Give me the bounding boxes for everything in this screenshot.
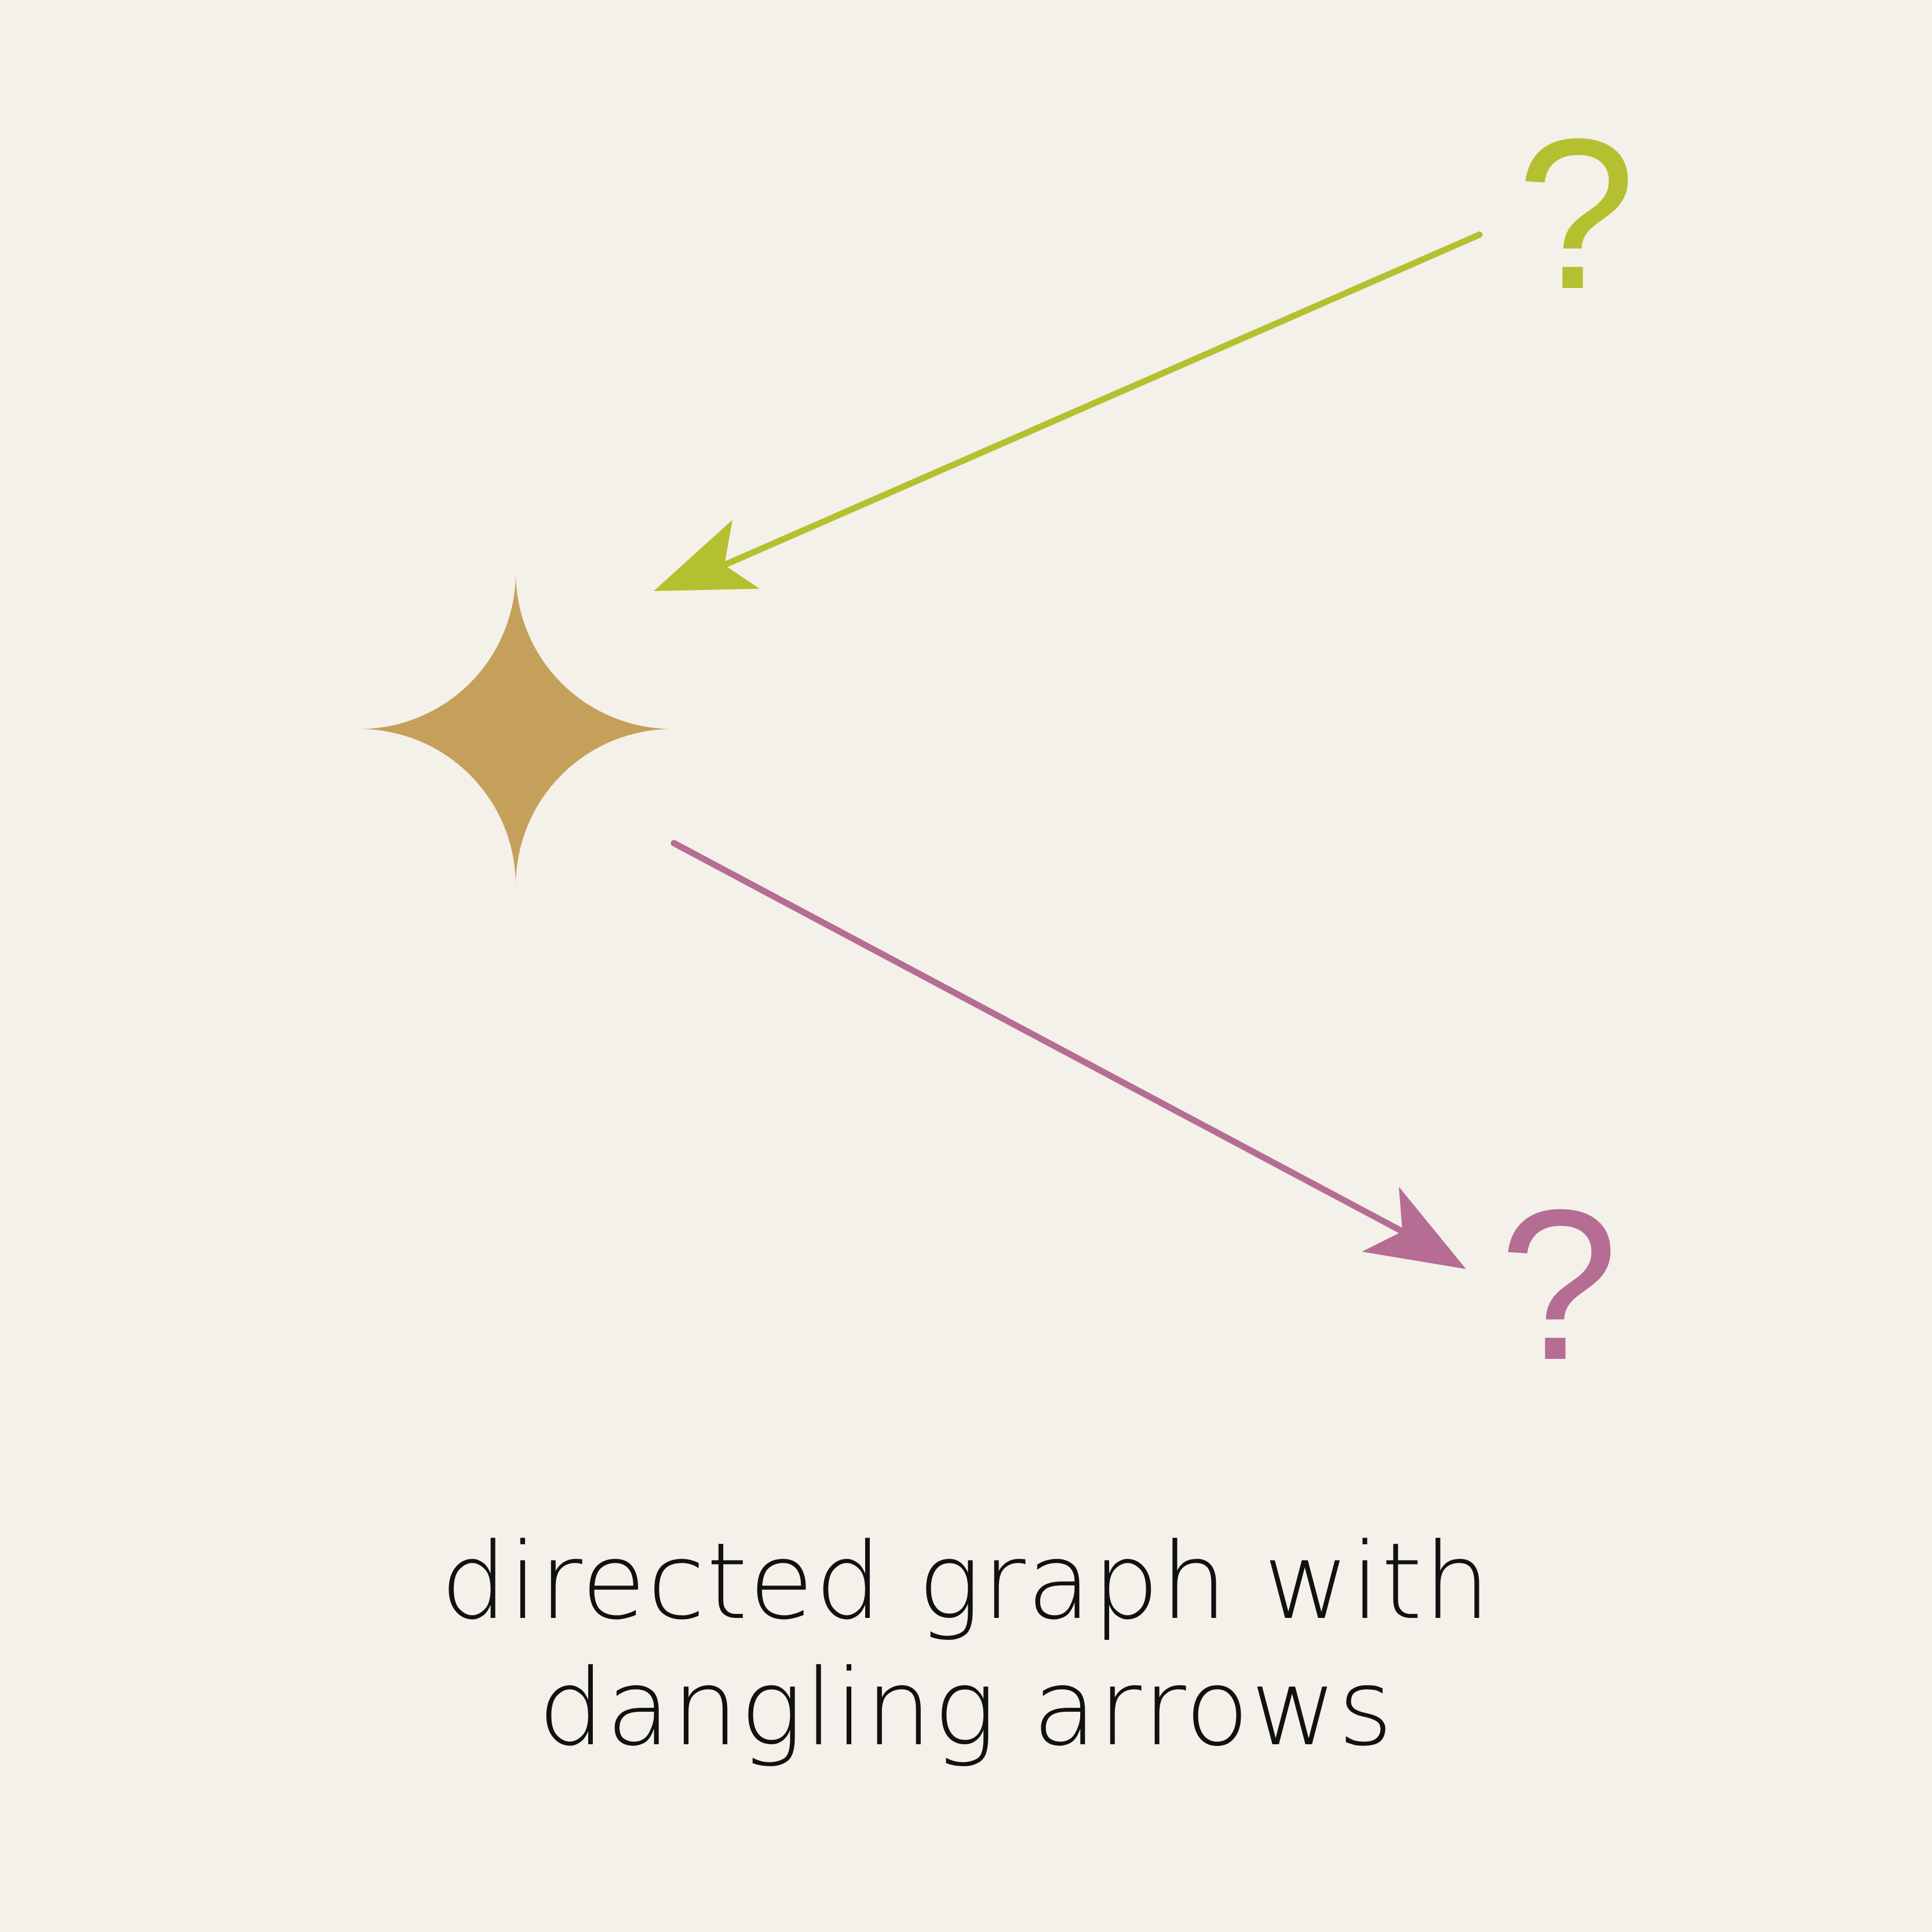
center-star-node [359,571,672,885]
outgoing-edge-arrowhead [1362,1187,1466,1269]
unknown-target-question-mark: ? [1499,1165,1618,1405]
outgoing-edge-line [670,840,1406,1235]
caption-line-2: dangling arrows [538,1646,1394,1769]
incoming-edge-line [721,231,1483,568]
incoming-edge-arrowhead [654,520,760,591]
caption-line-1: directed graph with [440,1520,1492,1643]
unknown-source-question-mark: ? [1517,94,1636,334]
diagram-caption: directed graph with dangling arrows [0,1518,1932,1771]
